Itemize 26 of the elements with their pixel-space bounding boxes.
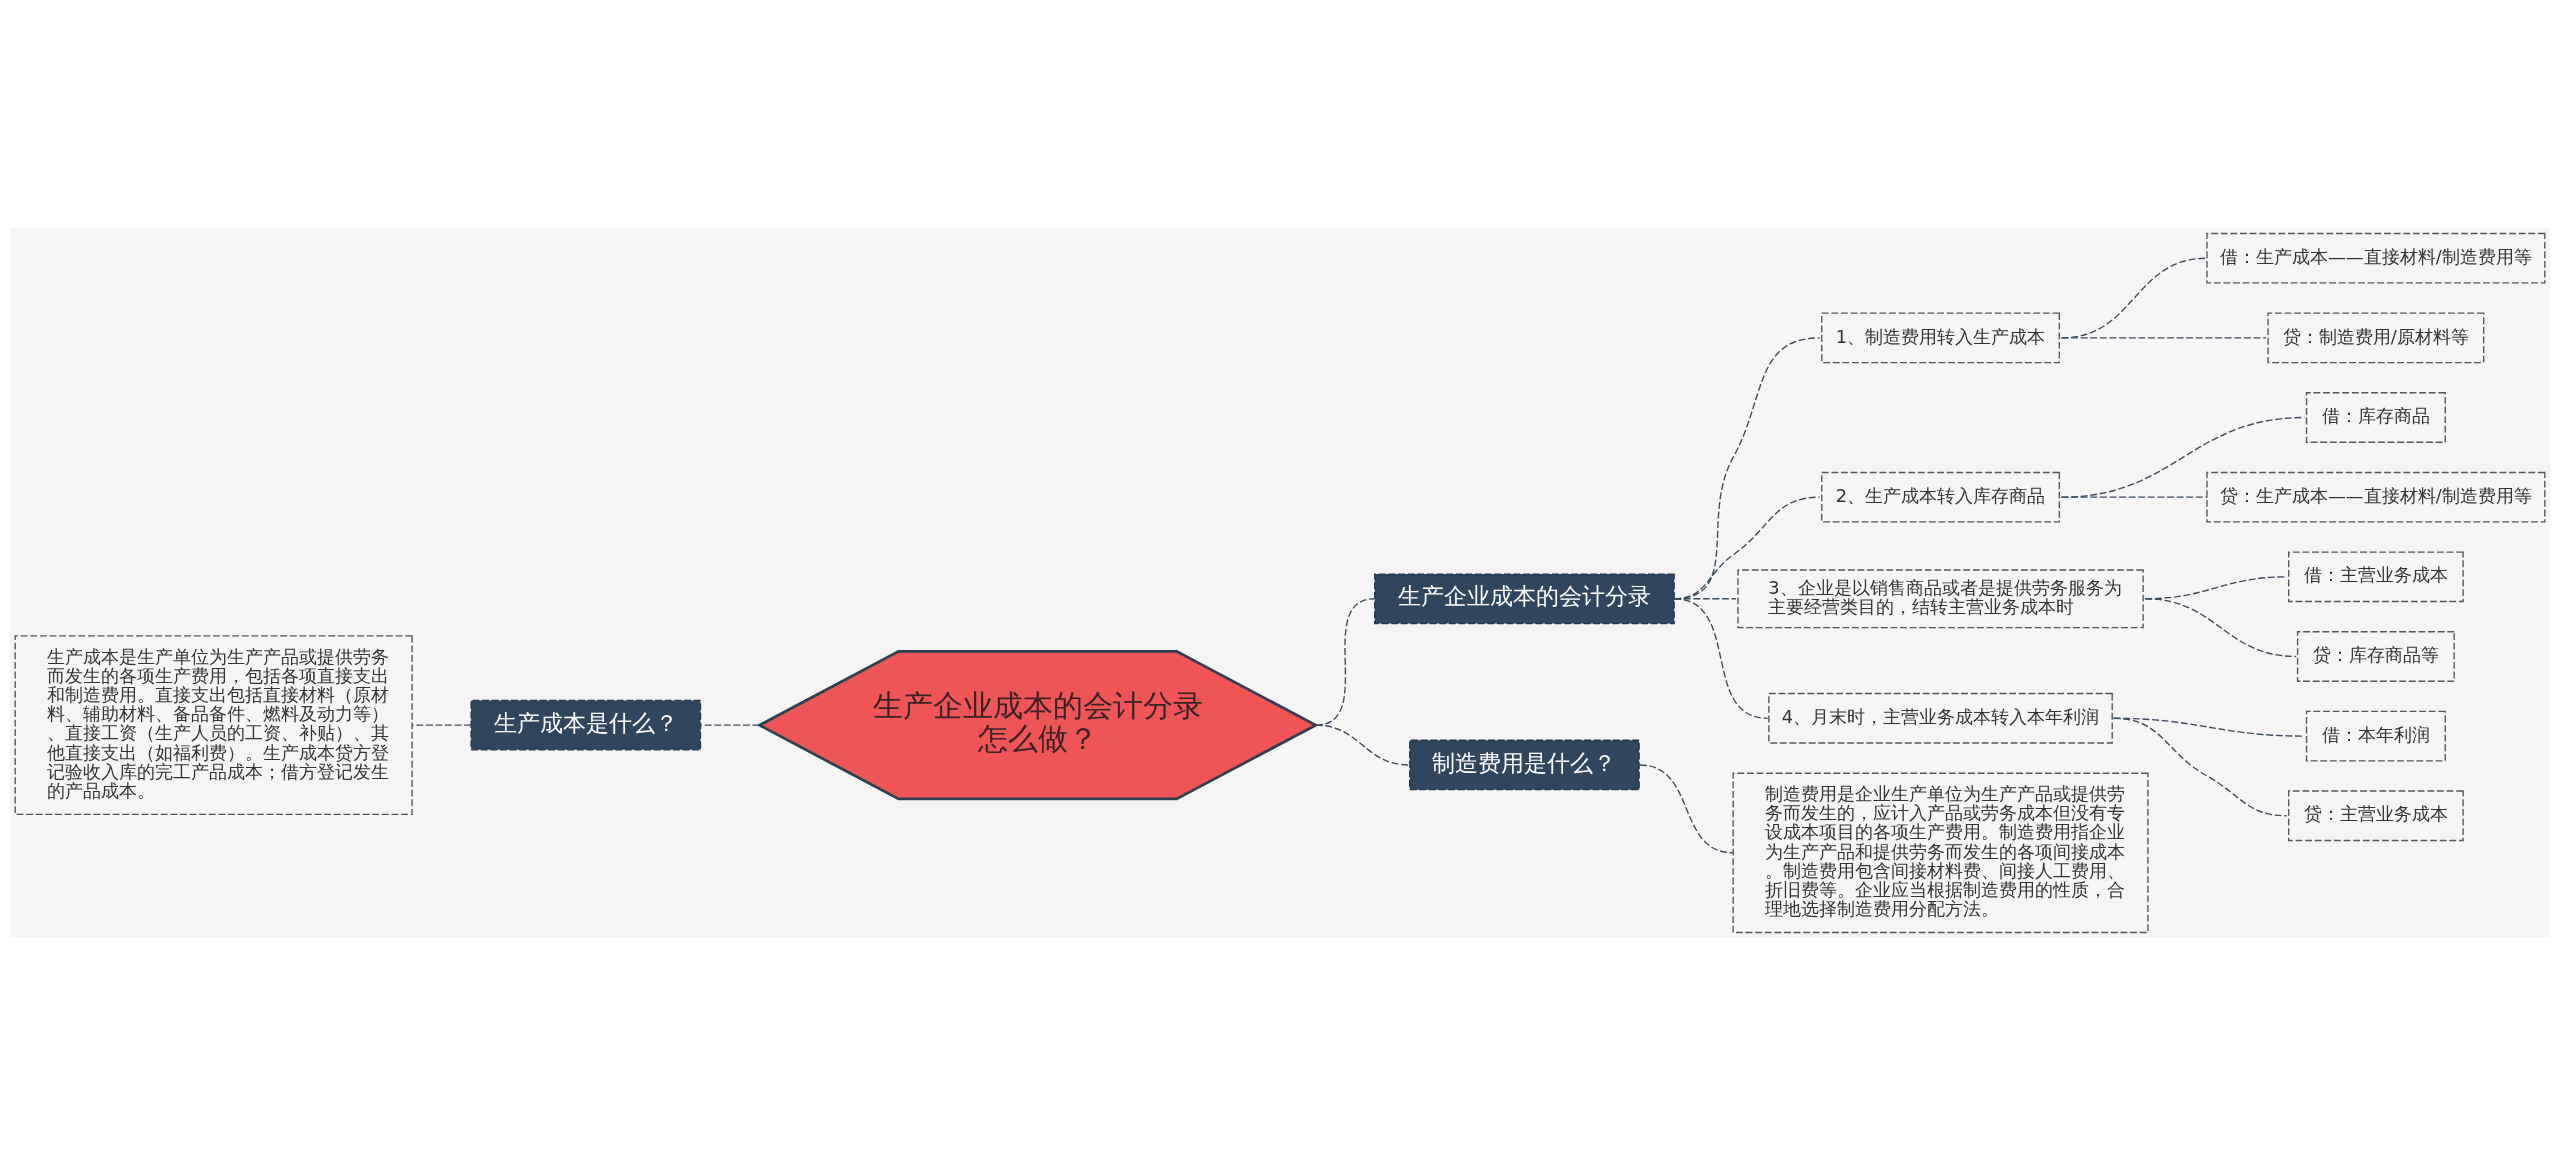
connector [2144,597,2297,657]
node-box: 1、制造费用转入生产成本 [1821,311,2061,363]
node-box: 贷：生产成本——直接材料/制造费用等 [2206,471,2546,523]
connector [2112,717,2288,816]
connector [2060,336,2267,339]
node-box: 生产成本是生产单位为生产产品或提供劳务而发生的各项生产费用，包括各项直接支出和制造费用。直接支出包括直接材料（原材料、辅助材料、备品备件、燃料及动力等）、直接工资（生产人员的工资、补贴）、其他直接支出（如福利费）。生产成本贷方登记验收入库的完工产品成本；借方登记发生的产品成本。 [14,634,413,815]
connector [1639,763,1734,854]
node-box: 借：本年利润 [2305,710,2446,762]
node-box: 生产企业成本的会计分录 [1374,572,1675,624]
node-box: 制造费用是企业生产单位为生产产品或提供劳务而发生的，应计入产品或劳务成本但没有专设成本项目的各项生产费用。制造费用指企业为生产产品和提供劳务而发生的各项间接成本。制造费用包含间接材料费、间接人工费用、折旧费等。企业应当根据制造费用的性质，合理地选择制造费用分配方法。 [1732,772,2149,933]
node-box: 贷：制造费用/原材料等 [2267,311,2485,363]
node-box: 贷：库存商品等 [2296,630,2455,682]
node-box: 4、月末时，主营业务成本转入本年利润 [1768,692,2113,744]
node-box: 制造费用是什么？ [1409,739,1640,790]
node-box: 借：主营业务成本 [2288,550,2464,602]
node-box: 2、生产成本转入库存商品 [1821,471,2061,523]
connector [1315,723,1410,766]
node-box: 借：库存商品 [2305,391,2446,443]
connector [699,723,761,726]
connector [2060,496,2208,498]
connector [411,723,472,726]
node-box: 3、企业是以销售商品或者是提供劳务服务为主要经营类目的，结转主营业务成本时 [1737,568,2144,628]
node-box: 贷：主营业务成本 [2288,789,2464,841]
connector [1673,597,1769,719]
node-box: 借：生产成本——直接材料/制造费用等 [2206,232,2546,284]
node-box: 生产成本是什么？ [470,699,702,751]
